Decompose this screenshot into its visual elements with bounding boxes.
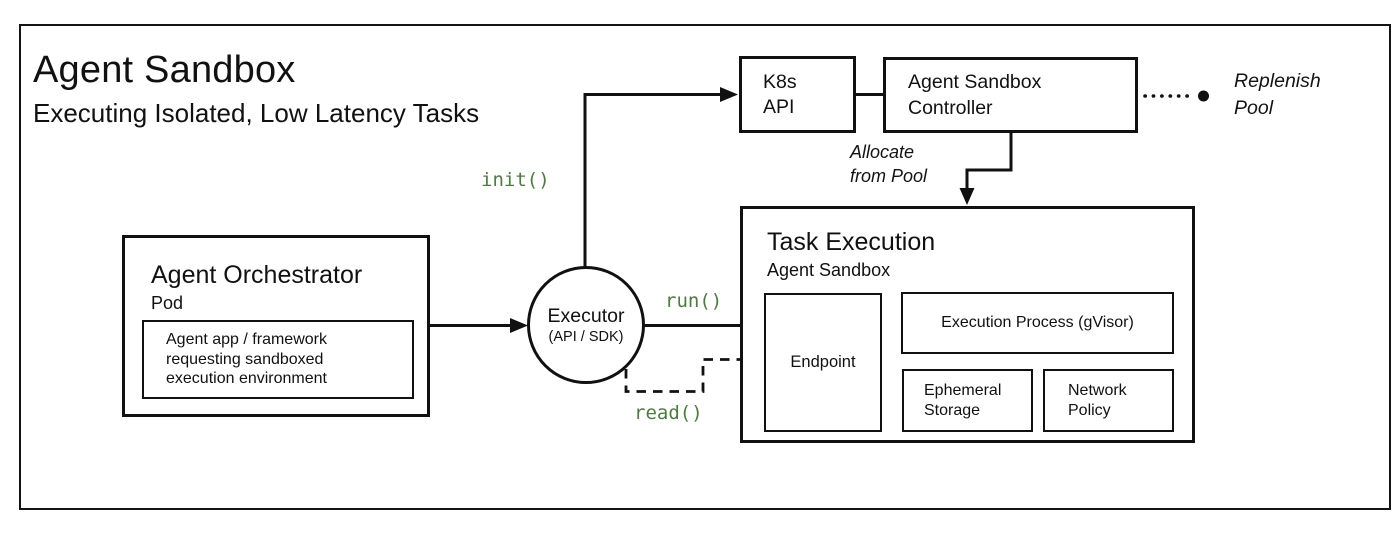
executor-title: Executor	[547, 304, 625, 327]
task-execution-title: Task Execution	[767, 228, 936, 256]
executor-subtitle: (API / SDK)	[548, 328, 624, 345]
orchestrator-node: Agent Orchestrator Pod Agent app / frame…	[122, 235, 430, 417]
endpoint-box: Endpoint	[764, 293, 882, 432]
k8s-api-node: K8s API	[739, 56, 856, 133]
endpoint-label: Endpoint	[790, 353, 856, 371]
execution-process-box: Execution Process (gVisor)	[901, 292, 1174, 354]
replenish-pool-label: Replenish Pool	[1234, 70, 1321, 119]
orchestrator-subtitle: Pod	[151, 293, 184, 313]
executor-node: Executor (API / SDK)	[527, 266, 645, 384]
page-title: Agent Sandbox	[33, 49, 296, 91]
orchestrator-inner-label: Agent app / framework requesting sandbox…	[166, 331, 327, 388]
task-execution-subtitle: Agent Sandbox	[767, 260, 891, 280]
run-label: run()	[665, 290, 723, 312]
page-subtitle: Executing Isolated, Low Latency Tasks	[33, 98, 480, 128]
ephemeral-storage-box: Ephemeral Storage	[902, 369, 1033, 432]
controller-node: Agent Sandbox Controller	[883, 57, 1138, 133]
network-policy-box: Network Policy	[1043, 369, 1174, 432]
ephemeral-storage-label: Ephemeral Storage	[924, 381, 1002, 419]
network-policy-label: Network Policy	[1068, 381, 1127, 419]
allocate-from-pool-label: Allocate from Pool	[850, 142, 928, 186]
diagram-frame	[19, 24, 1391, 510]
read-label: read()	[634, 402, 703, 424]
init-label: init()	[481, 169, 550, 191]
orchestrator-inner-box: Agent app / framework requesting sandbox…	[142, 320, 414, 399]
orchestrator-title: Agent Orchestrator	[151, 261, 363, 289]
task-execution-node: Task Execution Agent Sandbox Endpoint Ex…	[740, 206, 1195, 443]
k8s-api-label: K8s API	[763, 70, 797, 118]
execution-process-label: Execution Process (gVisor)	[941, 314, 1134, 331]
controller-label: Agent Sandbox Controller	[908, 71, 1042, 119]
